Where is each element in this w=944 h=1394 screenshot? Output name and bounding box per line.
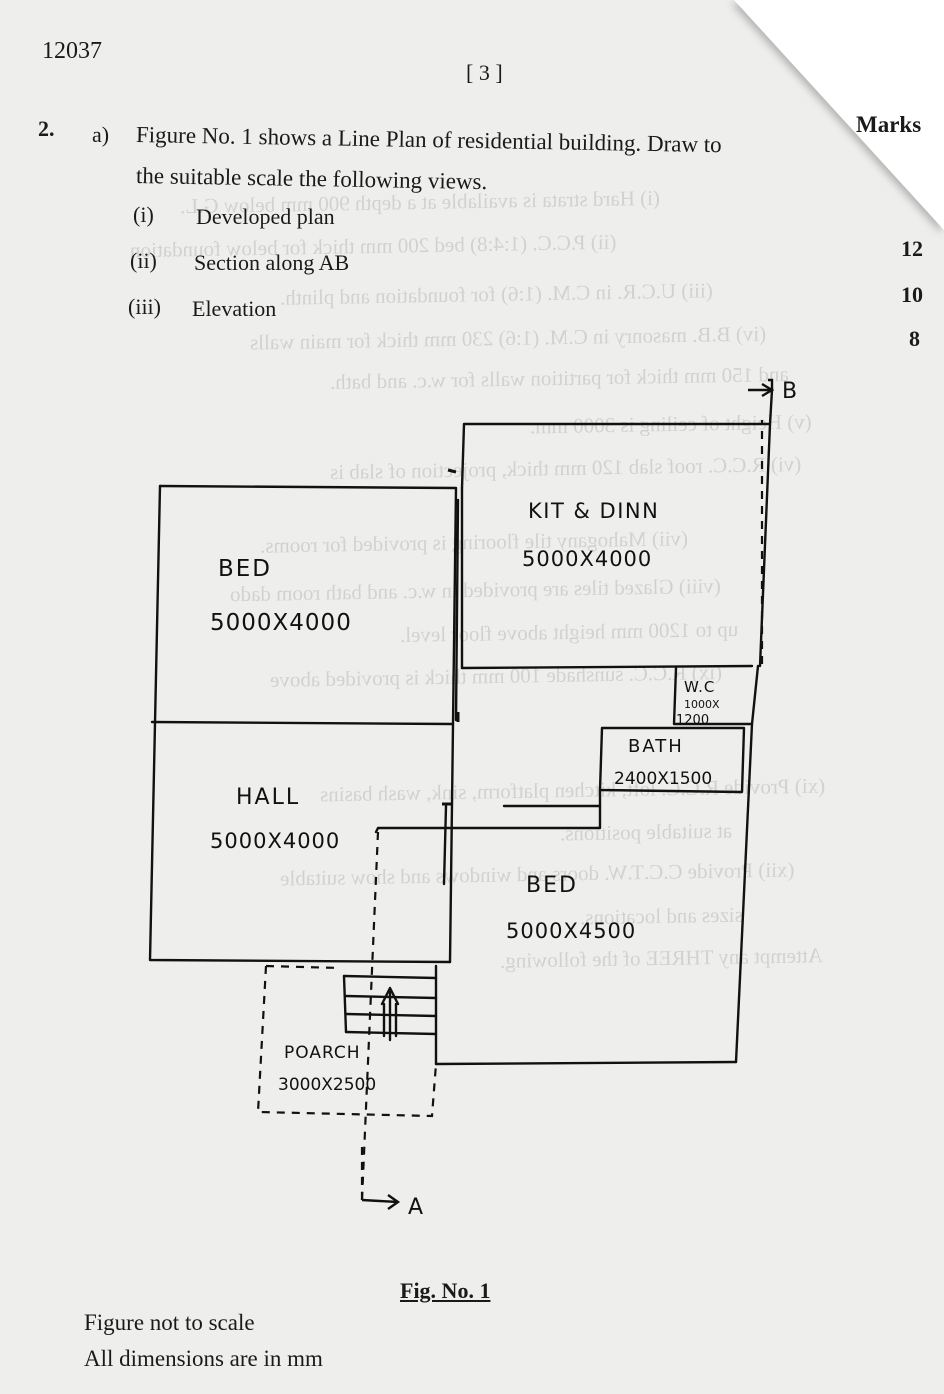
marks-heading: Marks [856,112,922,137]
wall-bath [598,726,746,794]
room-size: 5000X4000 [210,829,340,853]
subpart-marks: 12 [901,236,923,261]
paper-code: 12037 [42,38,102,64]
subpart-number: (ii) [130,248,157,273]
room-name: BATH [628,736,684,757]
room-size: 5000X4000 [522,547,652,571]
subpart-marks: 8 [909,326,920,351]
subpart-text: Section along AB [194,250,350,275]
porch-outline [256,965,438,1118]
room-name: POARCH [284,1043,361,1063]
room-size: 5000X4000 [210,610,352,636]
subpart-number: (i) [133,202,154,227]
question-part: a) [92,122,110,147]
room-name: HALL [236,785,300,810]
page-number: [ 3 ] [466,60,503,85]
subpart-text: Developed plan [196,204,335,229]
room-size: 3000X2500 [278,1075,376,1095]
room-name: KIT & DINN [528,499,659,523]
subpart-number: (iii) [128,294,161,319]
section-label-b: B [782,379,797,404]
figure-caption: Fig. No. 1 [400,1278,491,1303]
question-number: 2. [38,116,55,141]
room-name: W.C [684,678,715,696]
wall-kitchen [460,388,774,490]
room-size: 1200 [676,713,709,728]
room-name: BED [218,556,272,582]
section-label-a: A [408,1195,423,1220]
room-size: 1000X [684,698,720,711]
wall-wc [672,664,760,726]
figure-note-units: All dimensions are in mm [84,1346,323,1371]
room-size: 2400X1500 [614,769,712,789]
page-curl-corner [734,0,944,230]
subpart-marks: 10 [901,282,923,307]
subpart-text: Elevation [192,296,277,321]
room-name: BED [526,873,578,898]
figure-note-scale: Figure not to scale [84,1310,255,1335]
room-size: 5000X4500 [506,919,636,943]
section-line [360,831,380,1201]
